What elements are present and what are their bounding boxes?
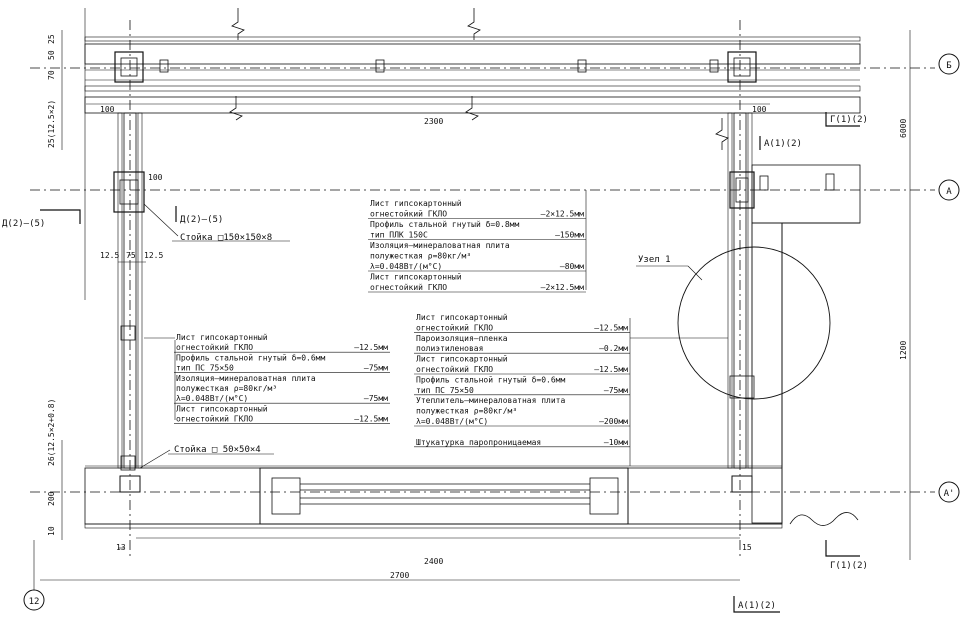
label-stud-top: Стойка □150×150×8 [180,233,272,243]
callout-line-text: Лист гипсокартонный [370,199,462,208]
dim-2300: 2300 [424,117,443,126]
callout-line-value: –75мм [364,364,388,373]
bottom-wall [84,465,859,529]
stud-labels: Стойка □150×150×8 Стойка □ 50×50×4 [139,203,290,469]
dim-12-5-b: 12.5 [144,251,163,260]
callout-line-value: –12.5мм [594,365,628,374]
dim-100-left: 100 [100,105,115,114]
dim-12-5-a: 12.5 [100,251,119,260]
callout-line-text: тип ПС 75×50 [416,386,474,395]
callout-line-text: λ=0.048Вт/(м°С) [416,417,488,426]
label-stud-bottom: Стойка □ 50×50×4 [174,445,261,455]
callout-line-text: полужесткая ρ=80кг/м³ [416,407,517,416]
callout-line-text: Лист гипсокартонный [176,404,268,413]
section-mark-a-right-top: А(1)(2) [764,139,802,149]
right-wall [715,112,861,524]
dim-2400: 2400 [424,557,443,566]
dim-2700: 2700 [390,571,409,580]
callout-line-text: огнестойкий ГКЛО [176,415,253,424]
callout-line-value: –0.2мм [599,344,628,353]
dim-26: 26(12.5×2+0.8) [47,399,56,466]
callout-line-value: –75мм [364,394,388,403]
callout-line-text: полужесткая ρ=80кг/м³ [370,252,471,261]
callout-line-text: λ=0.048Вт/(м°С) [176,394,248,403]
section-mark-d-stud: Д(2)–(5) [180,215,223,225]
section-mark-g-right-top: Г(1)(2) [830,115,868,125]
callout-line-text: Лист гипсокартонный [176,333,268,342]
callout-line-text: Лист гипсокартонный [416,355,508,364]
callout-line-text: огнестойкий ГКЛО [176,343,253,352]
dim-25x2: 25(12.5×2) [47,100,56,148]
axis-a1-label: А' [944,489,955,499]
dim-100-stud: 100 [148,173,163,182]
dimension-lines [40,30,911,581]
callout-line-value: –2×12.5мм [541,283,585,292]
callout-line-text: полиэтиленовая [416,344,483,353]
callout-line-value: –2×12.5мм [541,210,585,219]
callout-line-value: –12.5мм [594,323,628,332]
node-1: Узел 1 [636,246,831,400]
callout-line-text: Пароизоляция–пленка [416,334,508,343]
callout-line-value: –12.5мм [354,415,388,424]
callout-line-text: огнестойкий ГКЛО [370,210,447,219]
dim-200: 200 [47,491,56,506]
callout-line-text: тип ПС 75×50 [176,364,234,373]
callout-line-value: –80мм [560,262,584,271]
callout-line-text: огнестойкий ГКЛО [416,323,493,332]
callout-line-text: Изоляция–минераловатная плита [370,241,510,250]
top-wall [84,8,861,300]
callout-line-text: Лист гипсокартонный [370,273,462,282]
axis-lines [30,20,935,560]
callout-line-text: огнестойкий ГКЛО [416,365,493,374]
dim-75: 75 [126,251,136,260]
left-wall [113,112,145,471]
callout-line-text: Штукатурка паропроницаемая [416,438,541,447]
dim-25: 25 [47,34,56,44]
callout-line-text: Профиль стальной гнутый δ=0.6мм [416,375,565,384]
callout-line-value: –200мм [599,417,628,426]
callout-line-value: –150мм [555,231,584,240]
axis-a-label: А [946,187,952,197]
callout-line-value: –75мм [604,386,628,395]
dim-6000: 6000 [899,119,908,138]
dim-100-right: 100 [752,105,767,114]
dim-50: 50 [47,50,56,60]
axis-bubbles: Б А А' 12 [23,53,960,611]
callout-line-text: Изоляция–минераловатная плита [176,374,316,383]
dim-10: 10 [47,526,56,536]
callout-line-text: тип ПЛК 150С [370,231,428,240]
section-mark-g-right-bottom: Г(1)(2) [830,561,868,571]
dim-15: 15 [742,543,752,552]
callout-line-value: –12.5мм [354,343,388,352]
callout-line-text: λ=0.048Вт/(м°С) [370,262,442,271]
axis-b-label: Б [946,61,951,71]
callout-line-text: Лист гипсокартонный [416,313,508,322]
dim-70: 70 [47,70,56,80]
section-mark-a-bottom: А(1)(2) [738,601,776,611]
section-mark-d-left: Д(2)–(5) [2,219,45,229]
dim-1200: 1200 [899,341,908,360]
callout-line-text: Утеплитель–минераловатная плита [416,396,565,405]
section-marks: Г(1)(2) А(1)(2) Д(2)–(5) Д(2)–(5) Г(1)(2… [2,112,868,613]
dimension-texts: 25 70 50 25(12.5×2) 100 100 2300 100 12.… [47,34,908,580]
callout-line-text: огнестойкий ГКЛО [370,283,447,292]
callout-line-value: –10мм [604,438,628,447]
dim-13: 13 [116,543,126,552]
callout-line-text: полужесткая ρ=80кг/м³ [176,384,277,393]
callout-line-text: Профиль стальной гнутый δ=0.8мм [370,220,519,229]
callout-line-text: Профиль стальной гнутый δ=0.6мм [176,353,325,362]
axis-12-label: 12 [29,597,40,607]
node-1-label: Узел 1 [638,255,671,265]
